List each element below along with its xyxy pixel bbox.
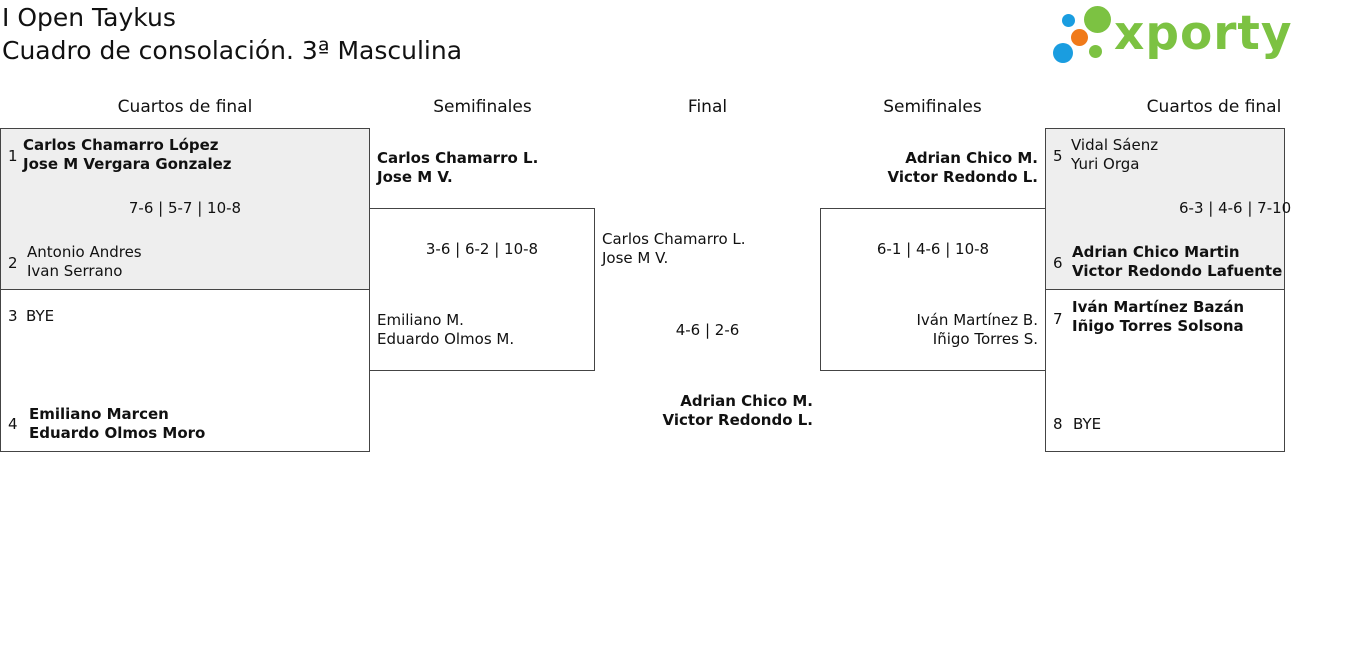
player-name: BYE: [1073, 415, 1102, 433]
player-name: Emiliano Marcen: [29, 405, 169, 423]
round-left-semifinals: Semifinales: [433, 97, 532, 117]
draw-title: Cuadro de consolación. 3ª Masculina: [2, 36, 463, 65]
seed-number: 5: [1053, 147, 1063, 165]
player-name: Iñigo Torres Solsona: [1072, 317, 1244, 335]
match-score: 6-3 | 4-6 | 7-10: [1179, 199, 1292, 217]
player-name: Yuri Orga: [1071, 155, 1140, 173]
player-name: Victor Redondo L.: [662, 411, 813, 429]
match-left-qf2: 3 BYE 4 Emiliano Marcen Eduardo Olmos Mo…: [0, 289, 370, 452]
player-name: Carlos Chamarro L.: [602, 230, 746, 248]
match-right-qf2: 7 Iván Martínez Bazán Iñigo Torres Solso…: [1045, 289, 1285, 452]
player-name: Emiliano M.: [377, 311, 464, 329]
round-final: Final: [687, 97, 728, 117]
player-name: Iván Martínez B.: [916, 311, 1038, 329]
round-right-semifinals: Semifinales: [883, 97, 982, 117]
player-name: Iván Martínez Bazán: [1072, 298, 1245, 316]
round-right-quarterfinals: Cuartos de final: [1146, 97, 1282, 117]
player-name: Jose M V.: [602, 249, 669, 267]
match-score: 4-6 | 2-6: [675, 321, 740, 339]
seed-number: 3: [8, 307, 18, 325]
xporty-logo[interactable]: xporty: [1052, 4, 1292, 68]
round-left-quarterfinals: Cuartos de final: [117, 97, 253, 117]
match-left-sf: 3-6 | 6-2 | 10-8 Emiliano M. Eduardo Olm…: [369, 208, 595, 371]
player-name: Vidal Sáenz: [1071, 136, 1159, 154]
player-name: Adrian Chico Martin: [1072, 243, 1240, 261]
tournament-title: I Open Taykus: [2, 3, 176, 32]
logo-dot-blue-large-icon: [1053, 43, 1073, 63]
player-name: Antonio Andres: [27, 243, 142, 261]
logo-dot-blue-icon: [1062, 14, 1075, 27]
match-score: 3-6 | 6-2 | 10-8: [425, 240, 539, 258]
match-left-qf1: 1 Carlos Chamarro López Jose M Vergara G…: [0, 128, 370, 290]
match-right-qf1: 5 Vidal Sáenz Yuri Orga 6-3 | 4-6 | 7-10…: [1045, 128, 1291, 290]
player-name: Victor Redondo L.: [887, 168, 1038, 186]
logo-dot-green-small-icon: [1089, 45, 1102, 58]
player-name: Iñigo Torres S.: [932, 330, 1038, 348]
player-name: Adrian Chico M.: [905, 149, 1038, 167]
player-name: Carlos Chamarro L.: [377, 149, 539, 167]
seed-number: 7: [1053, 310, 1063, 328]
seed-number: 6: [1053, 254, 1063, 272]
seed-number: 1: [8, 147, 18, 165]
player-name: Jose M V.: [377, 168, 453, 186]
player-name: Eduardo Olmos Moro: [29, 424, 206, 442]
player-name: Victor Redondo Lafuente: [1072, 262, 1283, 280]
match-right-sf: 6-1 | 4-6 | 10-8 Iván Martínez B. Iñigo …: [820, 208, 1046, 371]
player-name: Eduardo Olmos M.: [377, 330, 515, 348]
player-name: Adrian Chico M.: [680, 392, 813, 410]
match-score: 6-1 | 4-6 | 10-8: [876, 240, 990, 258]
seed-number: 2: [8, 254, 18, 272]
player-name: Ivan Serrano: [27, 262, 123, 280]
player-name: BYE: [26, 307, 55, 325]
seed-number: 4: [8, 415, 18, 433]
logo-dot-green-icon: [1084, 6, 1111, 33]
player-name: Carlos Chamarro López: [23, 136, 219, 154]
seed-number: 8: [1053, 415, 1063, 433]
match-score: 7-6 | 5-7 | 10-8: [128, 199, 242, 217]
logo-dot-orange-icon: [1071, 29, 1088, 46]
logo-text: xporty: [1114, 6, 1293, 61]
player-name: Jose M Vergara Gonzalez: [23, 155, 232, 173]
